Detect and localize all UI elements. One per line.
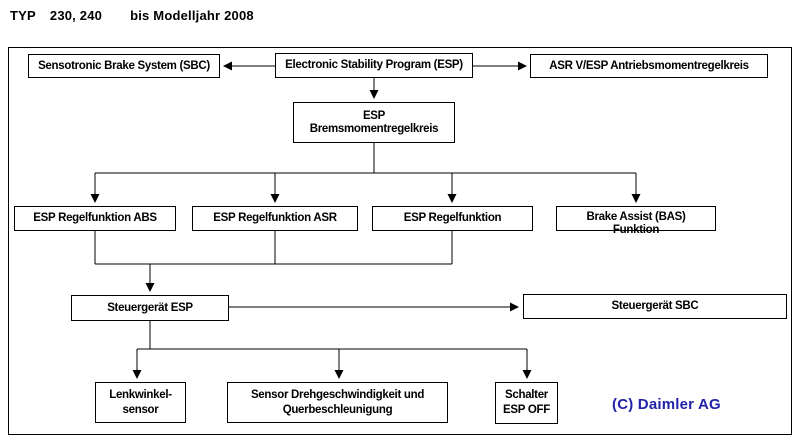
title-models: 230, 240 <box>49 8 103 23</box>
node-label: Steuergerät SBC <box>611 300 699 312</box>
node-label-line1: Sensor Drehgeschwindigkeit und <box>250 388 425 401</box>
node-esp-regelfunktion-abs: ESP Regelfunktion ABS <box>14 206 176 231</box>
node-label-line2: Querbeschleunigung <box>282 403 393 416</box>
page-title: TYP 230, 240 bis Modelljahr 2008 <box>10 8 254 23</box>
node-label-line2: ESP OFF <box>503 404 550 416</box>
node-esp-bremsmomentregelkreis: ESP Bremsmomentregelkreis <box>293 102 455 143</box>
node-sensotronic-brake-system: Sensotronic Brake System (SBC) <box>28 54 220 78</box>
node-steuergeraet-esp: Steuergerät ESP <box>71 295 229 321</box>
node-esp-regelfunktion: ESP Regelfunktion <box>372 206 533 231</box>
node-label-line2: sensor <box>122 403 159 416</box>
node-label: ESP Regelfunktion ASR <box>213 212 337 224</box>
node-lenkwinkelsensor: Lenkwinkel- sensor <box>95 382 186 423</box>
copyright-daimler: (C) Daimler AG <box>612 396 721 413</box>
node-label-line2: Funktion <box>612 224 660 236</box>
node-label-line1: Lenkwinkel- <box>109 388 172 401</box>
node-label-line1: Schalter <box>505 389 548 401</box>
node-esp-regelfunktion-asr: ESP Regelfunktion ASR <box>192 206 358 231</box>
node-sensor-drehgeschwindigkeit: Sensor Drehgeschwindigkeit und Querbesch… <box>227 382 448 423</box>
node-label: ESP Regelfunktion <box>403 212 502 224</box>
node-asr-antriebsmomentregelkreis: ASR V/ESP Antriebsmomentregelkreis <box>530 54 768 78</box>
node-label: Steuergerät ESP <box>107 301 193 314</box>
title-typ: TYP <box>10 8 36 23</box>
node-label: Sensotronic Brake System (SBC) <box>38 59 210 72</box>
title-subtitle: bis Modelljahr 2008 <box>130 8 254 23</box>
node-schalter-esp-off: Schalter ESP OFF <box>495 382 558 424</box>
node-steuergeraet-sbc: Steuergerät SBC <box>523 294 787 319</box>
node-brake-assist-bas: Brake Assist (BAS) Funktion <box>556 206 716 236</box>
node-label: ASR V/ESP Antriebsmomentregelkreis <box>549 59 749 72</box>
node-label: Electronic Stability Program (ESP) <box>285 59 463 71</box>
node-label-line1: ESP <box>362 109 386 122</box>
node-label-line2: Bremsmomentregelkreis <box>309 122 439 135</box>
node-electronic-stability-program: Electronic Stability Program (ESP) <box>275 53 473 78</box>
node-label: ESP Regelfunktion ABS <box>33 212 157 224</box>
node-label-line1: Brake Assist (BAS) <box>586 211 686 223</box>
